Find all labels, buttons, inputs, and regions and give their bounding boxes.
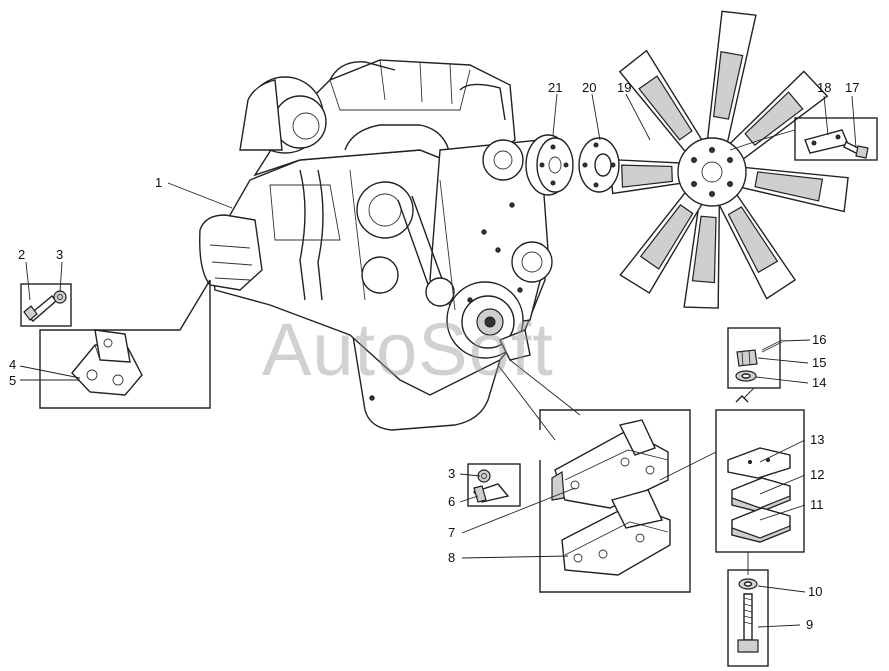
callout-1: 1 <box>155 175 162 190</box>
callout-14: 14 <box>812 375 826 390</box>
callout-12: 12 <box>810 467 824 482</box>
callout-21: 21 <box>548 80 562 95</box>
watermark-text: AutoSoft <box>262 308 554 391</box>
callout-15: 15 <box>812 355 826 370</box>
fan-spacer <box>525 134 574 196</box>
callout-11: 11 <box>810 497 824 512</box>
callout-18: 18 <box>817 80 831 95</box>
callout-16: 16 <box>812 332 826 347</box>
mount-stack-group <box>659 327 805 667</box>
leader-lines <box>19 93 857 628</box>
callout-17: 17 <box>845 80 859 95</box>
fan-flange <box>578 137 620 193</box>
callout-2: 2 <box>18 247 25 262</box>
callout-19: 19 <box>617 80 631 95</box>
callout-6: 6 <box>448 494 455 509</box>
callout-8: 8 <box>448 550 455 565</box>
left-mount-group <box>20 279 211 409</box>
fan-blades <box>608 10 849 309</box>
engine-assembly <box>199 59 553 431</box>
callout-20: 20 <box>582 80 596 95</box>
callout-10: 10 <box>808 584 822 599</box>
callout-9: 9 <box>806 617 813 632</box>
callout-13: 13 <box>810 432 824 447</box>
callout-3-center: 3 <box>448 466 455 481</box>
callout-5: 5 <box>9 373 16 388</box>
fan-bolt-group <box>729 117 878 161</box>
callout-3-left: 3 <box>56 247 63 262</box>
fan-assembly <box>608 10 849 309</box>
front-support-group <box>467 359 691 593</box>
fan-hub <box>677 137 747 207</box>
callout-4: 4 <box>9 357 16 372</box>
callout-7: 7 <box>448 525 455 540</box>
callout-labels: 1 2 3 4 5 3 6 7 8 9 10 11 12 13 14 15 16… <box>9 80 859 632</box>
